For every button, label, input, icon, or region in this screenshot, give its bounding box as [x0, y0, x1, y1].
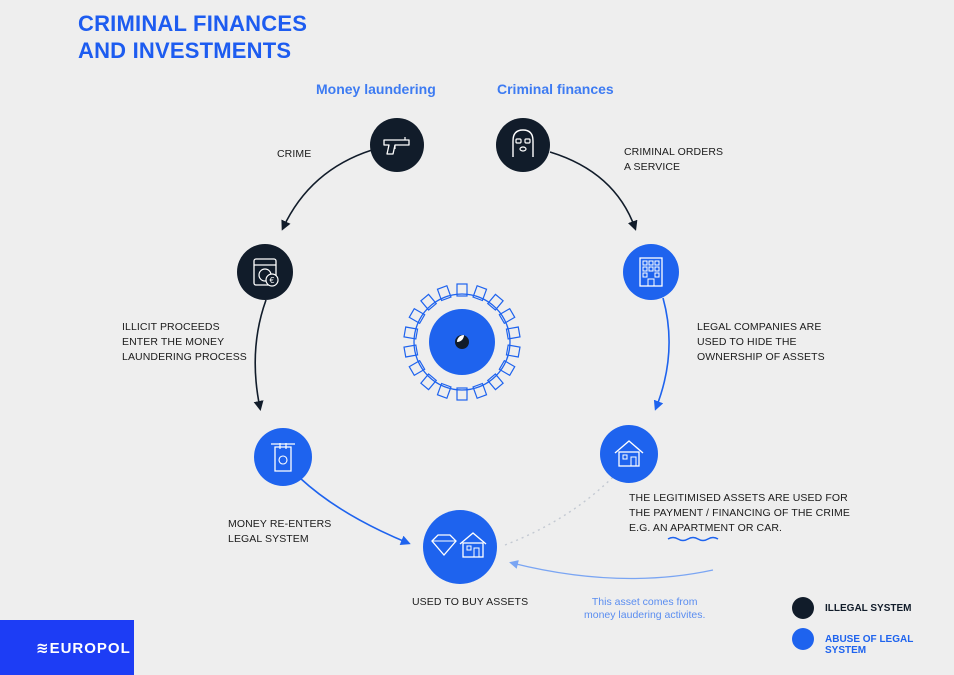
gear-tooth: [472, 285, 488, 302]
europol-logo-text: ≋EUROPOL: [36, 640, 131, 657]
legend-swatch-abuse: [792, 628, 814, 650]
label-legal-companies: LEGAL COMPANIES ARE USED TO HIDE THE OWN…: [697, 321, 825, 363]
column-heading-money-laundering: Money laundering: [316, 81, 436, 97]
arrow-reenter-to-assets: [299, 477, 411, 545]
arrow-note-to-assets: [509, 560, 714, 580]
masked-criminal-icon: [496, 118, 550, 172]
gear-tooth: [472, 382, 488, 399]
gear-tooth: [436, 382, 452, 399]
gear-tooth: [498, 359, 516, 377]
gear-icon: [403, 283, 521, 401]
arrow-company-to-assets: [653, 297, 670, 411]
gear-tooth: [456, 387, 468, 401]
wave-decoration: [667, 536, 719, 542]
label-legitimised-assets: THE LEGITIMISED ASSETS ARE USED FOR THE …: [629, 492, 851, 534]
page-title: CRIMINAL FINANCES AND INVESTMENTS: [78, 11, 308, 63]
diamond-house-icon: [423, 510, 497, 584]
washing-machine-euro-icon: €: [237, 244, 293, 300]
gear-tooth: [486, 373, 504, 391]
office-building-icon: [623, 244, 679, 300]
legend-label-illegal: ILLEGAL SYSTEM: [825, 603, 912, 614]
europol-logo: ≋EUROPOL: [0, 620, 134, 675]
arrow-crime-to-proceeds: [281, 149, 373, 231]
arrow-proceeds-to-laundering: [253, 299, 267, 411]
label-illicit-proceeds: ILLICIT PROCEEDS ENTER THE MONEY LAUNDER…: [122, 321, 247, 363]
column-heading-criminal-finances: Criminal finances: [497, 81, 614, 97]
dotted-link-assets: [504, 474, 616, 546]
label-buy-assets: USED TO BUY ASSETS: [412, 596, 529, 608]
gear-tooth: [498, 307, 516, 325]
note-asset-origin: This asset comes from money laudering ac…: [584, 596, 706, 621]
label-crime: CRIME: [277, 148, 312, 160]
gear-tooth: [436, 285, 452, 302]
label-criminal-orders: CRIMINAL ORDERS A SERVICE: [624, 146, 724, 173]
gear-tooth: [486, 293, 504, 311]
svg-text:€: €: [269, 276, 274, 285]
label-money-reenters: MONEY RE-ENTERS LEGAL SYSTEM: [228, 518, 332, 545]
gear-tooth: [420, 373, 438, 391]
gear-tooth: [408, 359, 426, 377]
arrow-order-to-company: [549, 151, 638, 231]
gear-tooth: [456, 283, 468, 297]
house-icon: [600, 425, 658, 483]
gear-tooth: [420, 293, 438, 311]
legend-swatch-illegal: [792, 597, 814, 619]
legend-label-abuse: ABUSE OF LEGAL SYSTEM: [825, 634, 914, 656]
gear-tooth: [408, 307, 426, 325]
hanging-banknote-icon: [254, 428, 312, 486]
gun-icon: [370, 118, 424, 172]
